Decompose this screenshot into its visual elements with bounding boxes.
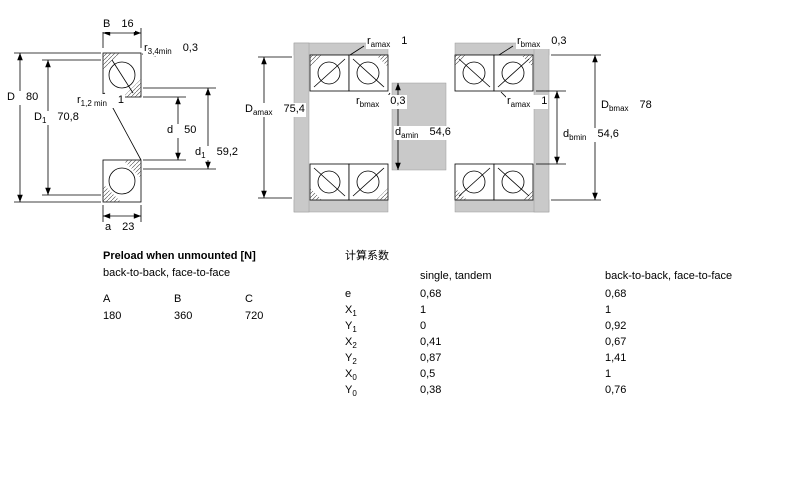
- factor-single-value: 0,68: [420, 288, 442, 300]
- factor-paired-value: 0,67: [605, 336, 627, 348]
- preload-value-row: 180 360 720: [103, 310, 316, 323]
- calculation-factors-table: 计算系数 single, tandem back-to-back, face-t…: [345, 250, 732, 400]
- factor-single-value: 1: [420, 304, 427, 316]
- factor-paired-value: 0,76: [605, 384, 627, 396]
- arrangement-b-diagram: [454, 42, 601, 213]
- factor-symbol: Y1: [345, 320, 357, 335]
- factor-symbol: X2: [345, 336, 357, 351]
- factor-symbol: Y0: [345, 384, 357, 399]
- factor-single-value: 0: [420, 320, 427, 332]
- factor-single-value: 0,87: [420, 352, 442, 364]
- factor-paired-value: 1: [605, 368, 612, 380]
- factor-symbol: X0: [345, 368, 357, 383]
- factors-col-paired: back-to-back, face-to-face: [605, 270, 733, 282]
- factor-single-value: 0,38: [420, 384, 442, 396]
- factor-paired-value: 1: [605, 304, 612, 316]
- factor-symbol: X1: [345, 304, 357, 319]
- preload-col-b: B: [174, 293, 182, 305]
- factor-paired-value: 0,68: [605, 288, 627, 300]
- factor-paired-value: 1,41: [605, 352, 627, 364]
- factor-single-value: 0,41: [420, 336, 442, 348]
- preload-col-a: A: [103, 293, 111, 305]
- preload-title: Preload when unmounted [N]: [103, 250, 256, 262]
- factor-paired-value: 0,92: [605, 320, 627, 332]
- factor-single-value: 0,5: [420, 368, 436, 380]
- preload-header-row: A B C: [103, 293, 316, 306]
- preload-value-c: 720: [245, 310, 264, 322]
- preload-col-c: C: [245, 293, 253, 305]
- preload-value-b: 360: [174, 310, 193, 322]
- factors-title: 计算系数: [345, 250, 389, 262]
- preload-value-a: 180: [103, 310, 122, 322]
- factor-symbol: e: [345, 288, 352, 300]
- factor-symbol: Y2: [345, 352, 357, 367]
- preload-table: Preload when unmounted [N] back-to-back,…: [103, 250, 316, 323]
- factors-col-single: single, tandem: [420, 270, 492, 282]
- preload-subtitle: back-to-back, face-to-face: [103, 267, 231, 279]
